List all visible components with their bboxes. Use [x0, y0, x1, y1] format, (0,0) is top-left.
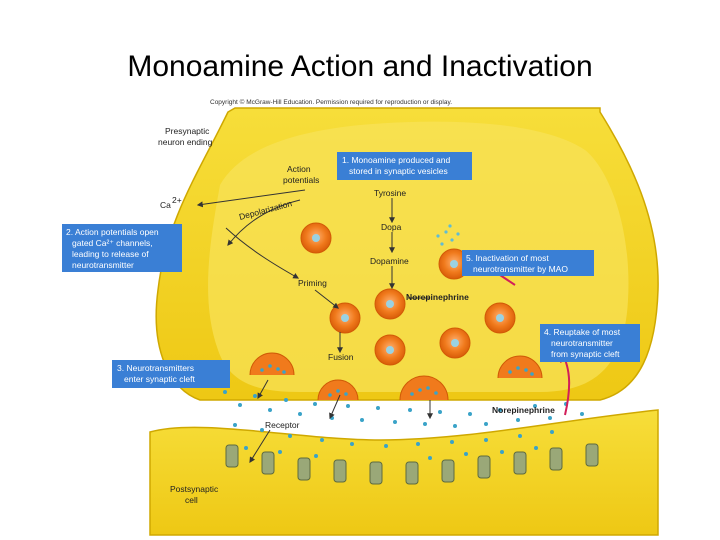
neurotransmitter-dots: [223, 390, 584, 460]
mao-fragments: [436, 224, 460, 246]
action-potentials-line1: Action: [287, 164, 311, 174]
step-2-line4: neurotransmitter: [72, 260, 134, 270]
step-5-line1: 5. Inactivation of most: [466, 253, 549, 263]
step-2-line3: leading to release of: [72, 249, 149, 259]
receptor-row: [225, 443, 599, 485]
postsynaptic-label-line2: cell: [185, 495, 198, 505]
dopa-label: Dopa: [381, 222, 402, 232]
receptor-3: [297, 457, 311, 481]
receptor-5: [369, 461, 383, 485]
presynaptic-terminal: [155, 107, 659, 401]
step-3-line2: enter synaptic cleft: [124, 374, 196, 384]
calcium-superscript: 2+: [172, 195, 182, 205]
slide-title: Monoamine Action and Inactivation: [127, 50, 593, 83]
postsynaptic-cell: [149, 409, 659, 536]
synaptic-vesicles: [300, 222, 516, 366]
step-1-line1: 1. Monoamine produced and: [342, 155, 450, 165]
presynaptic-label-line2: neuron ending: [158, 137, 213, 147]
receptor-1: [225, 444, 239, 468]
step-1-line2: stored in synaptic vesicles: [349, 166, 448, 176]
fusion-label: Fusion: [328, 352, 354, 362]
norepinephrine-cleft-label: Norepinephrine: [492, 405, 555, 415]
step-4-box: 4. Reuptake of most neurotransmitter fro…: [540, 324, 640, 362]
tyrosine-label: Tyrosine: [374, 188, 406, 198]
receptor-8: [477, 455, 491, 479]
receptor-7: [441, 459, 455, 483]
norepinephrine-vesicle-label: Norepinephrine: [406, 292, 469, 302]
receptor-11: [585, 443, 599, 467]
copyright-notice: Copyright © McGraw-Hill Education. Permi…: [210, 98, 452, 106]
step-5-box: 5. Inactivation of most neurotransmitter…: [462, 250, 594, 276]
fusing-vesicles: [249, 352, 543, 401]
receptor-2: [261, 451, 275, 475]
presynaptic-label-line1: Presynaptic: [165, 126, 210, 136]
step-4-line1: 4. Reuptake of most: [544, 327, 621, 337]
pathway-arrows: [196, 189, 433, 464]
step-2-line2: gated Ca²⁺ channels,: [72, 238, 153, 248]
receptor-9: [513, 451, 527, 475]
action-potentials-line2: potentials: [283, 175, 319, 185]
priming-label: Priming: [298, 278, 327, 288]
step-3-box: 3. Neurotransmitters enter synaptic clef…: [112, 360, 230, 388]
step-2-box: 2. Action potentials open gated Ca²⁺ cha…: [62, 224, 182, 272]
receptor-label: Receptor: [265, 420, 300, 430]
step-4-line2: neurotransmitter: [551, 338, 613, 348]
calcium-label: Ca: [160, 200, 171, 210]
step-4-line3: from synaptic cleft: [551, 349, 620, 359]
receptor-10: [549, 447, 563, 471]
dopamine-label: Dopamine: [370, 256, 409, 266]
step-3-line1: 3. Neurotransmitters: [117, 363, 194, 373]
receptor-6: [405, 461, 419, 485]
step-5-line2: neurotransmitter by MAO: [473, 264, 568, 274]
step-2-line1: 2. Action potentials open: [66, 227, 159, 237]
step-1-box: 1. Monoamine produced and stored in syna…: [337, 152, 472, 180]
receptor-4: [333, 459, 347, 483]
postsynaptic-label-line1: Postsynaptic: [170, 484, 219, 494]
